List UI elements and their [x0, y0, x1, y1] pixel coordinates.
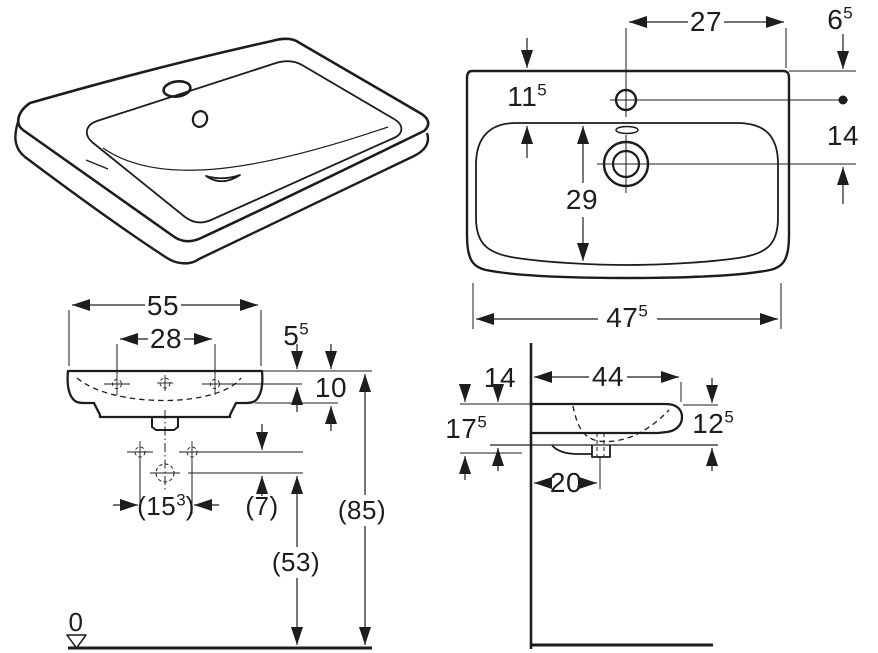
basin-profile [531, 402, 684, 435]
datum-triangle [66, 634, 87, 649]
dim-47-5 [472, 283, 782, 329]
dim-15-3 [113, 460, 219, 514]
label-supply-spacing: (153) [137, 490, 195, 521]
top-view [465, 16, 856, 329]
label-edge-to-taphole: 65 [827, 3, 853, 35]
fixing-hole-right [202, 373, 228, 395]
outer-outline [465, 69, 791, 280]
label-datum-zero: 0 [68, 607, 84, 637]
dim-55 [68, 299, 262, 366]
basin-outline [66, 369, 264, 419]
bowl-dashed [76, 377, 242, 402]
front-view [66, 299, 372, 650]
label-wall-to-trap: 20 [549, 467, 583, 498]
label-tap-setback: 27 [689, 6, 723, 37]
overflow-slot [615, 125, 639, 135]
label-overall-width-top: 475 [606, 301, 648, 333]
dim-12-5 [683, 378, 718, 471]
perspective-view [14, 37, 430, 265]
overflow-hole [157, 375, 173, 391]
body-silhouette [14, 121, 430, 265]
ref-dot [838, 95, 848, 105]
bowl-outline [475, 122, 779, 266]
label-top-to-back-bottom: 14 [483, 362, 517, 393]
label-top-to-apron: 10 [314, 372, 348, 403]
trap-outlet [591, 445, 611, 458]
tap-hole [162, 80, 192, 98]
label-floor-to-trap: (53) [271, 547, 321, 577]
bowl-dashed [572, 405, 670, 443]
label-fixing-hole-spacing: 28 [149, 323, 183, 354]
label-top-to-front-bottom: 125 [692, 407, 734, 439]
inner-rim [86, 60, 403, 224]
label-top-to-supply: 175 [445, 412, 487, 444]
trap-dish [551, 444, 592, 455]
supply-cross-left [127, 441, 153, 463]
dim-27 [625, 16, 787, 84]
label-floor-to-rim: (85) [337, 495, 387, 525]
label-supply-to-trap: (7) [245, 491, 279, 521]
label-overall-width-front: 55 [146, 290, 180, 321]
bowl-contour [102, 126, 389, 171]
dim-28 [116, 333, 216, 374]
supply-cross-right [179, 441, 205, 463]
dim-44 [534, 371, 682, 402]
label-bowl-length: 29 [565, 184, 599, 215]
rim-outline [16, 37, 430, 243]
drain-slot [205, 174, 241, 183]
trap-circle [150, 463, 180, 483]
label-top-to-fixing-holes: 55 [283, 319, 309, 351]
rim-crease [85, 159, 109, 170]
label-rim-to-bowl: 115 [507, 80, 547, 112]
fixing-hole-left [104, 373, 130, 395]
label-overall-depth: 44 [591, 361, 625, 392]
label-taphole-to-drain: 14 [826, 120, 860, 151]
overflow-hole [191, 110, 209, 128]
side-view [459, 343, 718, 649]
